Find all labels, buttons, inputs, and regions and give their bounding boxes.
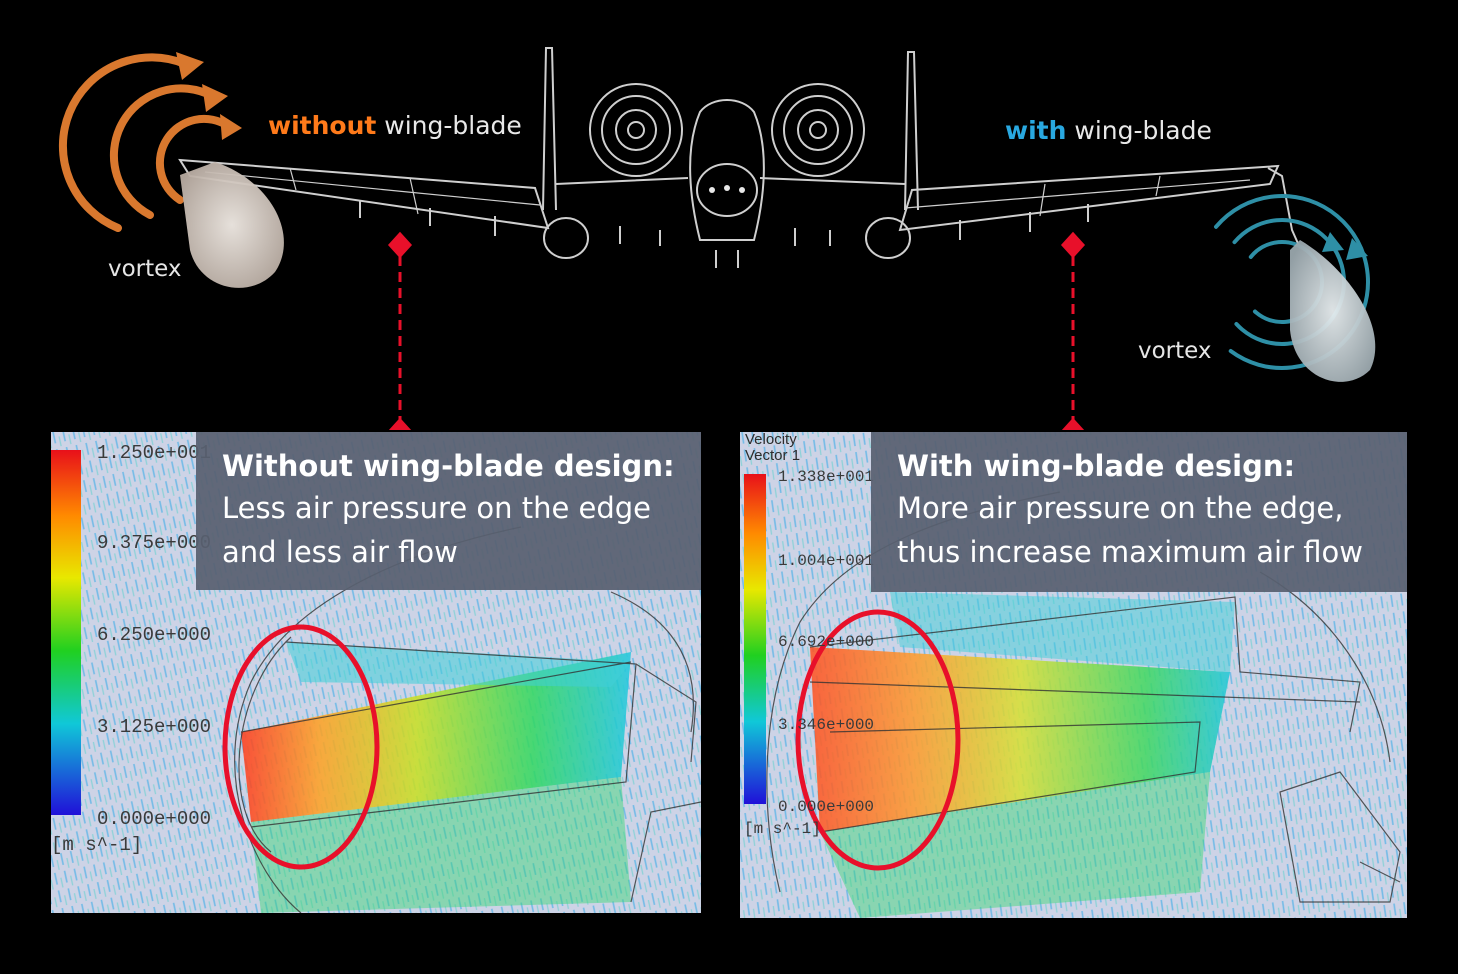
- callout-left-body-2: and less air flow: [222, 535, 458, 569]
- scale-label-left-3: 3.125e+000: [97, 716, 212, 738]
- scale-label-right-3: 3.346e+000: [778, 716, 875, 734]
- label-accent-without: without: [268, 111, 377, 140]
- callout-left: Without wing-blade design: Less air pres…: [196, 432, 701, 590]
- label-rest-left: wing-blade: [376, 111, 522, 140]
- vortex-label-left: vortex: [108, 256, 182, 282]
- connector-left: [387, 231, 413, 430]
- scale-unit-left: [m s^-1]: [51, 834, 143, 856]
- scale-unit-right: [m s^-1]: [744, 820, 821, 838]
- panel-title-velocity: Velocity: [745, 432, 797, 448]
- callout-right: With wing-blade design: More air pressur…: [871, 432, 1407, 592]
- label-without-wing-blade: without wing-blade: [268, 111, 522, 140]
- callout-right-body-2: thus increase maximum air flow: [897, 535, 1363, 569]
- vortex-left-cone: [180, 162, 284, 288]
- scale-label-right-1: 1.004e+001: [778, 552, 875, 570]
- connector-right: [1060, 231, 1086, 430]
- scale-label-right-0: 1.338e+001: [778, 468, 875, 486]
- label-rest-right: wing-blade: [1066, 116, 1212, 145]
- scale-label-right-2: 6.692e+000: [778, 633, 875, 651]
- vortex-right-cone: [1290, 240, 1376, 382]
- callout-right-title: With wing-blade design:: [897, 449, 1296, 483]
- scale-label-left-1: 9.375e+000: [97, 532, 212, 554]
- label-accent-with: with: [1005, 116, 1067, 145]
- highlight-ring-right: [795, 609, 961, 871]
- scale-label-left-0: 1.250e+001: [97, 442, 212, 464]
- scale-label-right-4: 0.000e+000: [778, 798, 875, 816]
- panel-title-vector: Vector 1: [745, 447, 801, 464]
- scale-label-left-2: 6.250e+000: [97, 624, 212, 646]
- callout-left-body-1: Less air pressure on the edge: [222, 491, 652, 525]
- highlight-ring-left: [222, 624, 380, 870]
- vortex-left-arcs: [58, 53, 232, 232]
- label-with-wing-blade: with wing-blade: [1005, 116, 1212, 145]
- scale-label-left-4: 0.000e+000: [97, 808, 212, 830]
- callout-right-body-1: More air pressure on the edge,: [897, 491, 1344, 525]
- vortex-label-right: vortex: [1138, 338, 1212, 364]
- callout-left-title: Without wing-blade design:: [222, 449, 675, 483]
- aircraft-illustration: [58, 47, 1376, 430]
